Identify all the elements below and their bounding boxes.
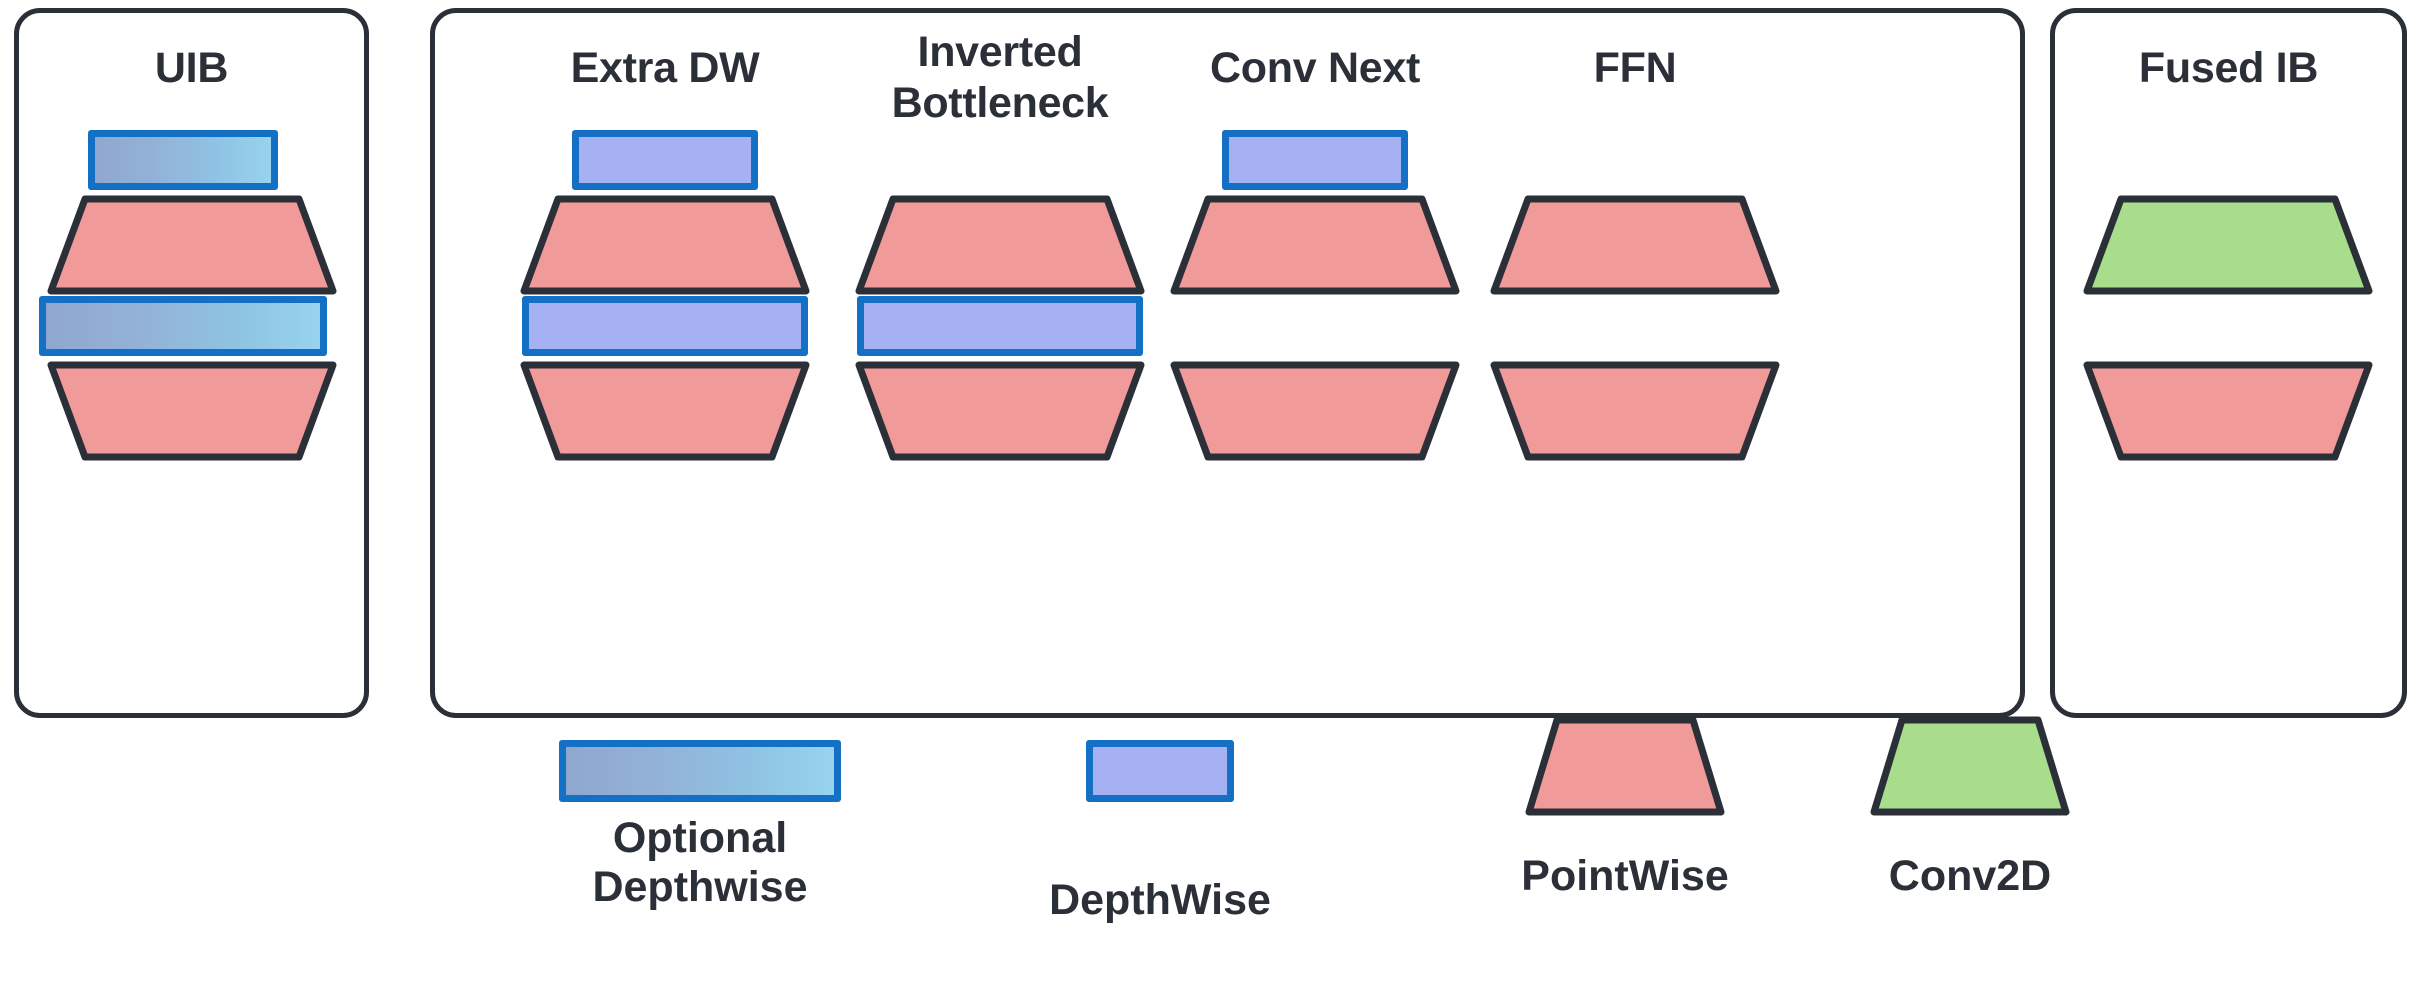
extra-dw-depthwise-top-block <box>572 130 758 190</box>
fused-ib-pointwise-project-block <box>2083 361 2373 461</box>
conv-next-pointwise-expand-block <box>1170 195 1460 295</box>
ffn-pointwise-expand-block <box>1490 195 1780 295</box>
panel-extra-dw-title: Extra DW <box>570 44 760 92</box>
extra-dw-depthwise-mid-block <box>522 296 808 356</box>
legend-label-depthwise: DepthWise <box>1049 876 1271 924</box>
conv-next-pointwise-project-block <box>1170 361 1460 461</box>
panel-conv-next-title: Conv Next <box>1210 44 1420 92</box>
conv2d-swatch-icon <box>1870 716 2070 816</box>
legend-item-optional-depthwise: Optional Depthwise <box>460 740 940 911</box>
inverted-bottleneck-pointwise-project-block <box>855 361 1145 461</box>
uib-optional-depthwise-mid-block <box>39 296 327 356</box>
uib-pointwise-project-block <box>47 361 337 461</box>
inverted-bottleneck-pointwise-expand-block <box>855 195 1145 295</box>
optional-depthwise-swatch-icon <box>559 740 841 802</box>
legend-label-pointwise: PointWise <box>1521 852 1729 900</box>
legend-item-depthwise: DepthWise <box>920 740 1400 925</box>
extra-dw-pointwise-project-block <box>520 361 810 461</box>
legend-item-pointwise: PointWise <box>1385 716 1865 901</box>
panel-uib: UIB <box>14 8 369 718</box>
legend-label-optional-depthwise: Optional Depthwise <box>592 814 808 911</box>
panel-variants: Extra DW Inverted Bottleneck Conv Next <box>430 8 2025 718</box>
uib-optional-depthwise-top-block <box>88 130 278 190</box>
legend-label-conv2d: Conv2D <box>1888 852 2052 900</box>
panel-uib-title: UIB <box>154 44 229 92</box>
fused-ib-conv2d-expand-block <box>2083 195 2373 295</box>
conv-next-depthwise-top-block <box>1222 130 1408 190</box>
panel-fused-ib: Fused IB <box>2050 8 2407 718</box>
pointwise-swatch-icon <box>1525 716 1725 816</box>
panel-inverted-bottleneck-title: Inverted Bottleneck <box>891 28 1109 127</box>
depthwise-swatch-icon <box>1086 740 1234 802</box>
legend: Optional Depthwise DepthWise PointWise C… <box>0 716 2421 989</box>
inverted-bottleneck-depthwise-mid-block <box>857 296 1143 356</box>
panel-fused-ib-title: Fused IB <box>2138 44 2319 92</box>
legend-item-conv2d: Conv2D <box>1730 716 2210 901</box>
extra-dw-pointwise-expand-block <box>520 195 810 295</box>
ffn-pointwise-project-block <box>1490 361 1780 461</box>
uib-pointwise-expand-block <box>47 195 337 295</box>
panel-ffn-title: FFN <box>1593 44 1677 92</box>
